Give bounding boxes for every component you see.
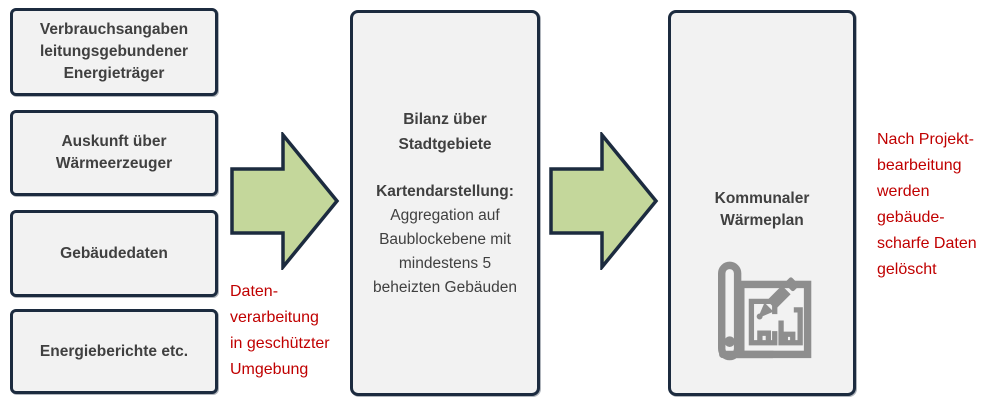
blueprint-pencil-icon bbox=[718, 261, 812, 361]
flow-arrow-icon bbox=[230, 132, 340, 270]
center-box-subtitle: Kartendarstellung: bbox=[376, 182, 514, 200]
source-box-label: Verbrauchsangaben leitungsgebundener Ene… bbox=[39, 21, 189, 82]
center-box-bilanz: Bilanz über Stadtgebiete Kartendarstellu… bbox=[350, 10, 540, 396]
source-box-energieberichte: Energieberichte etc. bbox=[10, 309, 218, 394]
source-box-label: Energieberichte etc. bbox=[39, 342, 189, 360]
note-data-deletion: Nach Projekt- bearbeitung werden gebäude… bbox=[877, 131, 977, 278]
source-box-label: Auskunft über Wärmeerzeuger bbox=[55, 133, 173, 172]
source-box-label: Gebäudedaten bbox=[60, 244, 168, 262]
result-box-title: Kommunaler Wärmeplan bbox=[714, 190, 810, 229]
result-box-waermeplan: Kommunaler Wärmeplan bbox=[668, 10, 856, 396]
note-data-processing: Daten- verarbeitung in geschützter Umgeb… bbox=[230, 283, 330, 378]
flow-arrow-icon bbox=[549, 132, 659, 270]
center-box-title: Bilanz über Stadtgebiete bbox=[398, 110, 492, 153]
source-box-waermeerzeuger: Auskunft über Wärmeerzeuger bbox=[10, 110, 218, 196]
source-box-verbrauchsangaben: Verbrauchsangaben leitungsgebundener Ene… bbox=[10, 8, 218, 96]
source-box-gebaeudedaten: Gebäudedaten bbox=[10, 210, 218, 297]
center-box-body: Aggregation auf Baublockebene mit mindes… bbox=[373, 206, 517, 296]
